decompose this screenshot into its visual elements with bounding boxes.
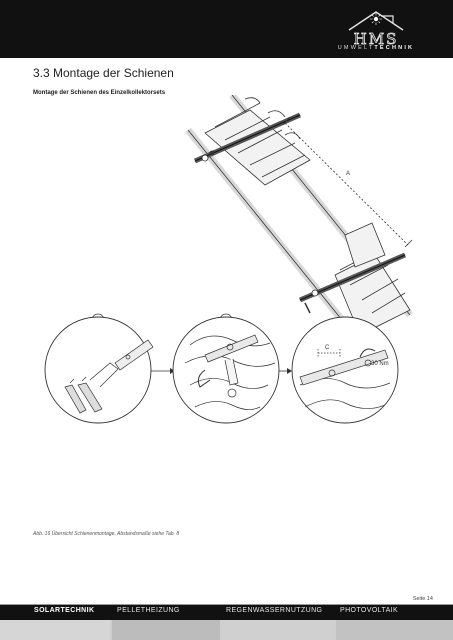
footer-item-regenwassernutzung[interactable]: REGENWASSERNUTZUNG — [226, 607, 323, 614]
company-logo: HMS — [348, 11, 404, 48]
figure-caption: Abb. 16 Übersicht Schienenmontage, Absta… — [33, 531, 180, 537]
page-header: HMS UMWELTTECHNIK — [0, 0, 453, 58]
page-divider — [0, 604, 453, 605]
page-footer: SOLARTECHNIK PELLETHEIZUNG REGENWASSERNU… — [0, 605, 453, 640]
section-subtitle: Montage der Schienen des Einzelkollektor… — [33, 90, 166, 96]
detail-circle-step-2 — [172, 316, 280, 424]
footer-item-photovoltaik[interactable]: PHOTOVOLTAIK — [340, 607, 399, 614]
torque-label: 30 Nm — [371, 361, 389, 367]
dimension-label-a: A — [346, 171, 350, 177]
section-title: 3.3 Montage der Schienen — [33, 66, 174, 80]
footer-item-pelletheizung[interactable]: PELLETHEIZUNG — [117, 607, 180, 614]
detail-circle-step-3 — [291, 316, 399, 424]
rail-mounting-figure: A 1 2 — [44, 95, 413, 424]
logo-letters: HMS — [354, 30, 399, 48]
detail-circle-step-1 — [44, 316, 154, 424]
footer-segment — [0, 620, 110, 640]
footer-segment — [222, 620, 334, 640]
footer-segment — [112, 620, 220, 640]
detail-label-c: C — [325, 345, 330, 351]
footer-item-solartechnik[interactable]: SOLARTECHNIK — [34, 607, 95, 614]
page-number: Seite 14 — [412, 596, 433, 602]
upper-roof-tiles — [204, 97, 311, 186]
footer-bar — [0, 605, 453, 620]
logo-tagline: UMWELTTECHNIK — [337, 45, 415, 51]
footer-segment — [336, 620, 453, 640]
